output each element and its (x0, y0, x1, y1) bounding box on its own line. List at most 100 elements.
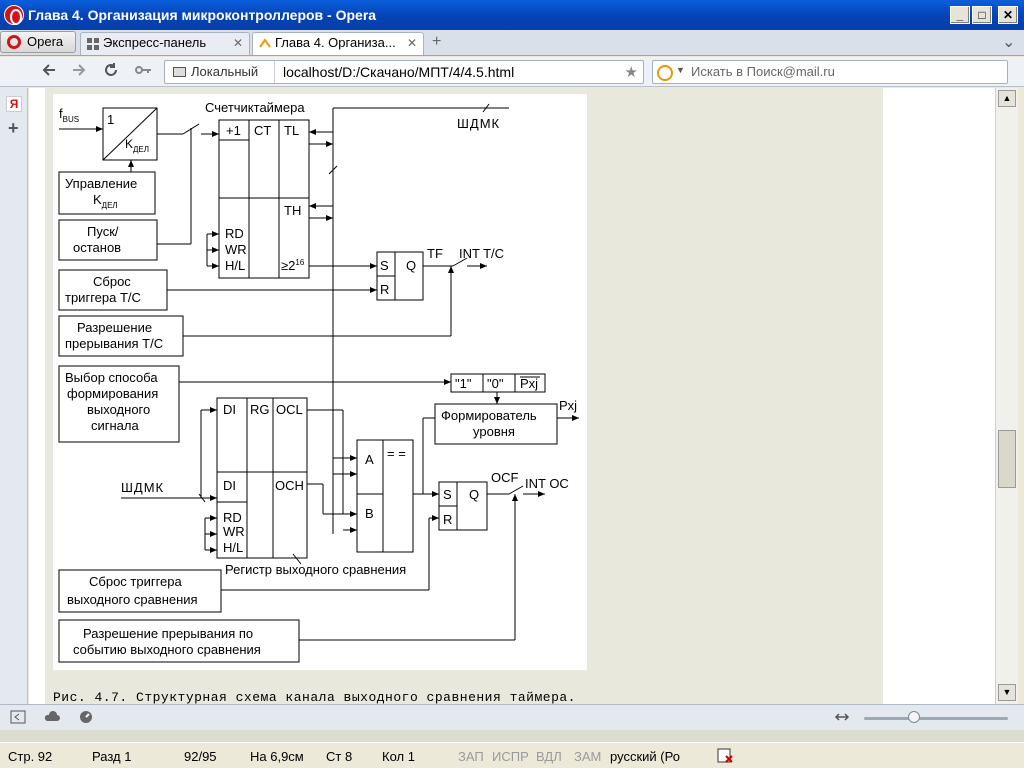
svg-text:останов: останов (73, 240, 121, 255)
svg-text:= =: = = (387, 446, 406, 461)
scroll-up-button[interactable]: ▲ (998, 90, 1016, 107)
opera-o-icon (7, 35, 21, 49)
close-button[interactable]: ✕ (998, 6, 1018, 24)
svg-text:"1": "1" (455, 376, 472, 391)
svg-text:Q: Q (406, 258, 416, 273)
speedometer-icon[interactable] (78, 710, 94, 724)
status-section: Разд 1 (92, 749, 132, 764)
svg-text:R: R (380, 282, 389, 297)
oc-flip-flop: S Q R (438, 481, 488, 531)
status-pages: 92/95 (184, 749, 217, 764)
arrow-right-icon (73, 64, 86, 76)
minimize-button[interactable]: _ (950, 6, 970, 24)
maximize-button[interactable]: □ (972, 6, 992, 24)
vertical-scrollbar[interactable]: ▲ ▼ (995, 88, 1018, 704)
search-bar[interactable]: ▼ Искать в Поиск@mail.ru (652, 60, 1008, 84)
svg-text:выходного: выходного (87, 402, 150, 417)
close-tab-icon[interactable]: ✕ (232, 36, 243, 50)
monitor-icon (173, 67, 186, 77)
zoom-slider-track[interactable] (864, 717, 1008, 720)
figure-caption: Рис. 4.7. Структурная схема канала выход… (53, 690, 576, 704)
url-input[interactable]: localhost/D:/Скачано/МПТ/4/4.5.html (283, 64, 515, 80)
pxj-output-label: Pxj (559, 398, 577, 413)
svg-text:Pxj: Pxj (520, 376, 538, 391)
page-content: 1 KДЕЛ fBUS Счетчиктаймера +1 CT TL (29, 88, 995, 704)
int-oc-label: INT OC (525, 476, 569, 491)
svg-text:Разрешение: Разрешение (77, 320, 152, 335)
svg-text:≥216: ≥216 (281, 258, 305, 273)
address-toolbar: Локальный localhost/D:/Скачано/МПТ/4/4.5… (0, 57, 1024, 87)
output-mode-select-box (58, 365, 180, 443)
svg-text:сигнала: сигнала (91, 418, 139, 433)
search-input[interactable]: Искать в Поиск@mail.ru (691, 64, 835, 79)
svg-text:Выбор способа: Выбор способа (65, 370, 158, 385)
svg-text:CT: CT (254, 123, 271, 138)
status-position: На 6,9см (250, 749, 304, 764)
window-title: Глава 4. Организация микроконтроллеров -… (28, 7, 377, 23)
browser-status-bar (0, 704, 1024, 730)
location-badge[interactable]: Локальный (165, 61, 275, 83)
address-bar[interactable]: Локальный localhost/D:/Скачано/МПТ/4/4.5… (164, 60, 644, 84)
search-engine-icon[interactable] (657, 65, 673, 81)
opera-logo-icon (4, 5, 24, 25)
shdmk-top-label: ШДМК (457, 116, 500, 131)
svg-text:WR: WR (225, 242, 247, 257)
tab-chapter-4[interactable]: Глава 4. Организа... ✕ (252, 32, 424, 55)
forward-button[interactable] (68, 62, 90, 82)
status-extend[interactable]: ВДЛ (536, 749, 562, 764)
divider-control-box (58, 171, 156, 215)
status-overwrite[interactable]: ЗАМ (574, 749, 602, 764)
status-rec[interactable]: ЗАП (458, 749, 484, 764)
svg-text:S: S (380, 258, 389, 273)
star-icon[interactable]: ★ (624, 64, 638, 81)
reload-icon (105, 63, 117, 76)
svg-text:событию выходного сравнения: событию выходного сравнения (73, 642, 261, 657)
svg-text:Сброс: Сброс (93, 274, 131, 289)
zoom-slider-thumb[interactable] (908, 711, 920, 723)
svg-text:TH: TH (284, 203, 301, 218)
yandex-icon[interactable]: Я (6, 96, 22, 112)
svg-text:A: A (365, 452, 374, 467)
status-track[interactable]: ИСПР (492, 749, 529, 764)
reload-button[interactable] (100, 62, 122, 82)
new-tab-button[interactable]: + (432, 33, 442, 50)
key-icon (135, 66, 151, 74)
key-button[interactable] (132, 62, 154, 82)
svg-text:KДЕЛ: KДЕЛ (125, 137, 149, 154)
word-status-bar: Стр. 92 Разд 1 92/95 На 6,9см Ст 8 Кол 1… (0, 742, 1024, 768)
add-panel-icon[interactable]: + (8, 118, 19, 138)
scroll-thumb[interactable] (998, 430, 1016, 488)
chevron-down-icon[interactable]: ▼ (676, 65, 685, 75)
title-bar: Глава 4. Организация микроконтроллеров -… (0, 0, 1024, 30)
svg-text:R: R (443, 512, 452, 527)
comparator-block: A = = B (356, 439, 414, 553)
tab-speed-dial[interactable]: Экспресс-панель ✕ (80, 32, 250, 55)
status-page: Стр. 92 (8, 749, 53, 764)
svg-text:"0": "0" (487, 376, 504, 391)
tab-list-button[interactable]: ⌄ (1002, 34, 1016, 51)
output-mode-options: "1" "0" Pxj (450, 373, 546, 393)
tab-label: Глава 4. Организа... (275, 35, 396, 50)
location-label: Локальный (191, 64, 259, 79)
svg-text:OCF: OCF (491, 470, 519, 485)
tc-flip-flop: S Q R (376, 251, 424, 301)
spelling-check-icon[interactable] (716, 748, 736, 764)
level-former-box (434, 403, 558, 445)
svg-text:Q: Q (469, 487, 479, 502)
fit-to-width-icon[interactable] (834, 710, 850, 724)
timer-counter-register: +1 CT TL TH RD WR H/L ≥216 (218, 119, 310, 279)
close-tab-icon[interactable]: ✕ (406, 36, 417, 50)
cloud-icon[interactable] (44, 710, 60, 724)
svg-text:TL: TL (284, 123, 299, 138)
page-icon (259, 38, 271, 48)
tab-label: Экспресс-панель (103, 35, 207, 50)
svg-text:DI: DI (223, 478, 236, 493)
svg-text:OCL: OCL (276, 402, 303, 417)
back-button[interactable] (38, 62, 60, 82)
scroll-down-button[interactable]: ▼ (998, 684, 1016, 701)
opera-menu-button[interactable]: Opera (0, 31, 76, 53)
panel-toggle-icon[interactable] (10, 710, 26, 724)
svg-text:RD: RD (223, 510, 242, 525)
svg-text:B: B (365, 506, 374, 521)
enable-oc-box (58, 619, 300, 663)
